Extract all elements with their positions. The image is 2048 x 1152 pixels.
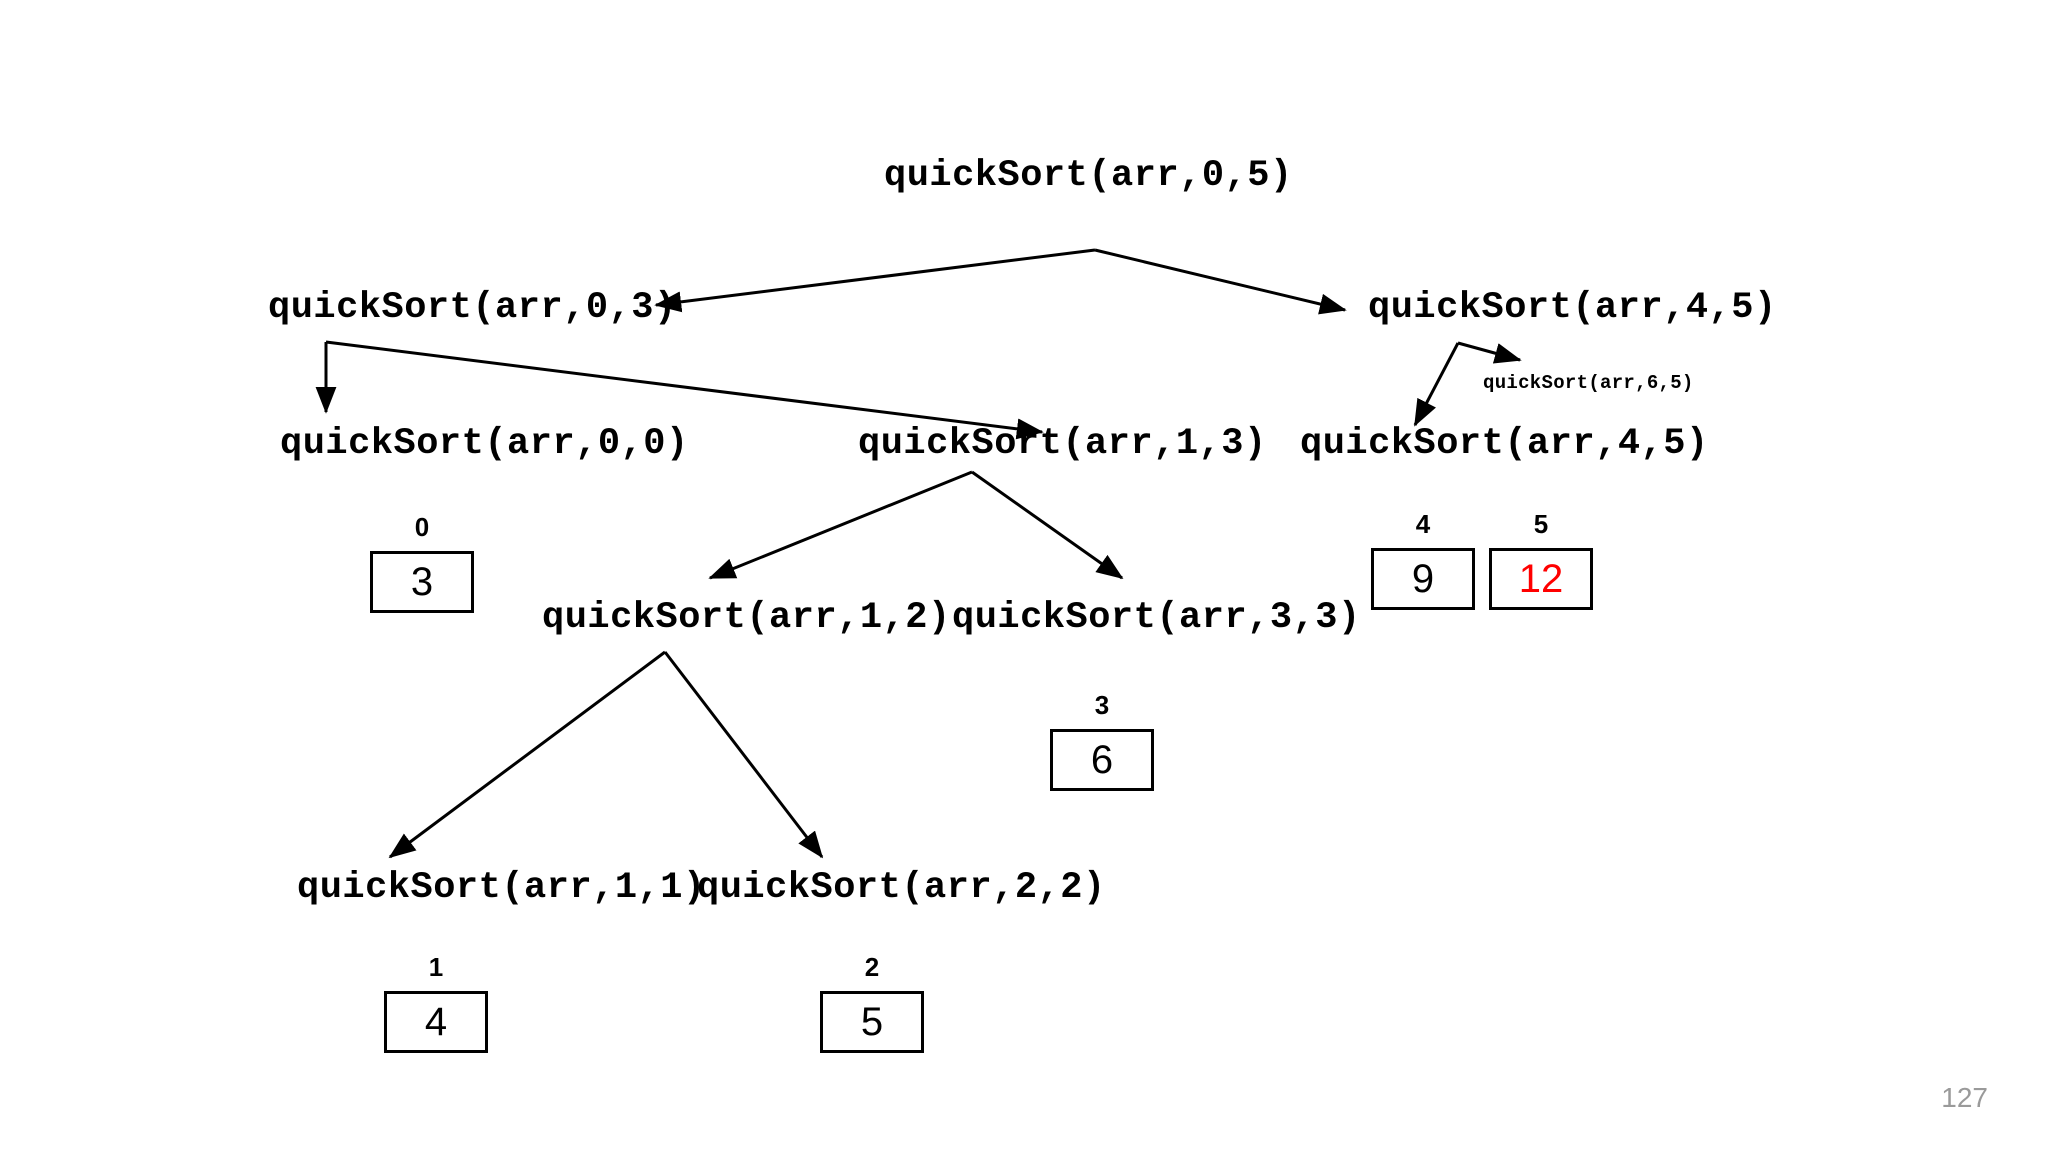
arrow-n45a-to-n65: [1457, 341, 1522, 364]
arrow-group: [315, 248, 1522, 859]
arrow-root-to-n03: [654, 248, 1096, 313]
tree-node-root: quickSort(arr,0,5): [884, 155, 1293, 197]
array-index-label-1: 1: [428, 952, 444, 982]
arrow-n45a-to-n45b: [1413, 342, 1460, 427]
tree-node-n65: quickSort(arr,6,5): [1483, 372, 1694, 394]
tree-node-n22: quickSort(arr,2,2): [697, 867, 1106, 909]
arrow-n12-to-n11: [388, 650, 666, 859]
tree-node-n03: quickSort(arr,0,3): [268, 287, 677, 329]
tree-node-n33: quickSort(arr,3,3): [952, 597, 1361, 639]
page-number: 127: [1941, 1082, 1988, 1113]
arrow-n12-to-n22: [663, 651, 824, 859]
tree-node-n13: quickSort(arr,1,3): [858, 423, 1267, 465]
array-index-label-2: 2: [864, 952, 880, 982]
array-index-label-3: 3: [1094, 690, 1110, 720]
array-index-label-5: 5: [1533, 509, 1549, 539]
array-cell-1: 4: [384, 991, 488, 1053]
tree-node-n45a: quickSort(arr,4,5): [1368, 287, 1777, 329]
array-cell-3: 6: [1050, 729, 1154, 791]
arrow-root-to-n45a: [1094, 248, 1347, 315]
array-cell-0: 3: [370, 551, 474, 613]
arrow-n13-to-n33: [971, 470, 1124, 580]
array-index-label-0: 0: [414, 512, 430, 542]
array-cell-5: 12: [1489, 548, 1593, 610]
arrow-n03-to-n13: [325, 340, 1044, 440]
arrow-n13-to-n12: [708, 470, 973, 580]
tree-node-n45b: quickSort(arr,4,5): [1300, 423, 1709, 465]
array-cell-4: 9: [1371, 548, 1475, 610]
array-index-label-4: 4: [1415, 509, 1431, 539]
array-cell-2: 5: [820, 991, 924, 1053]
tree-node-n00: quickSort(arr,0,0): [280, 423, 689, 465]
tree-node-n12: quickSort(arr,1,2): [542, 597, 951, 639]
tree-node-n11: quickSort(arr,1,1): [297, 867, 706, 909]
